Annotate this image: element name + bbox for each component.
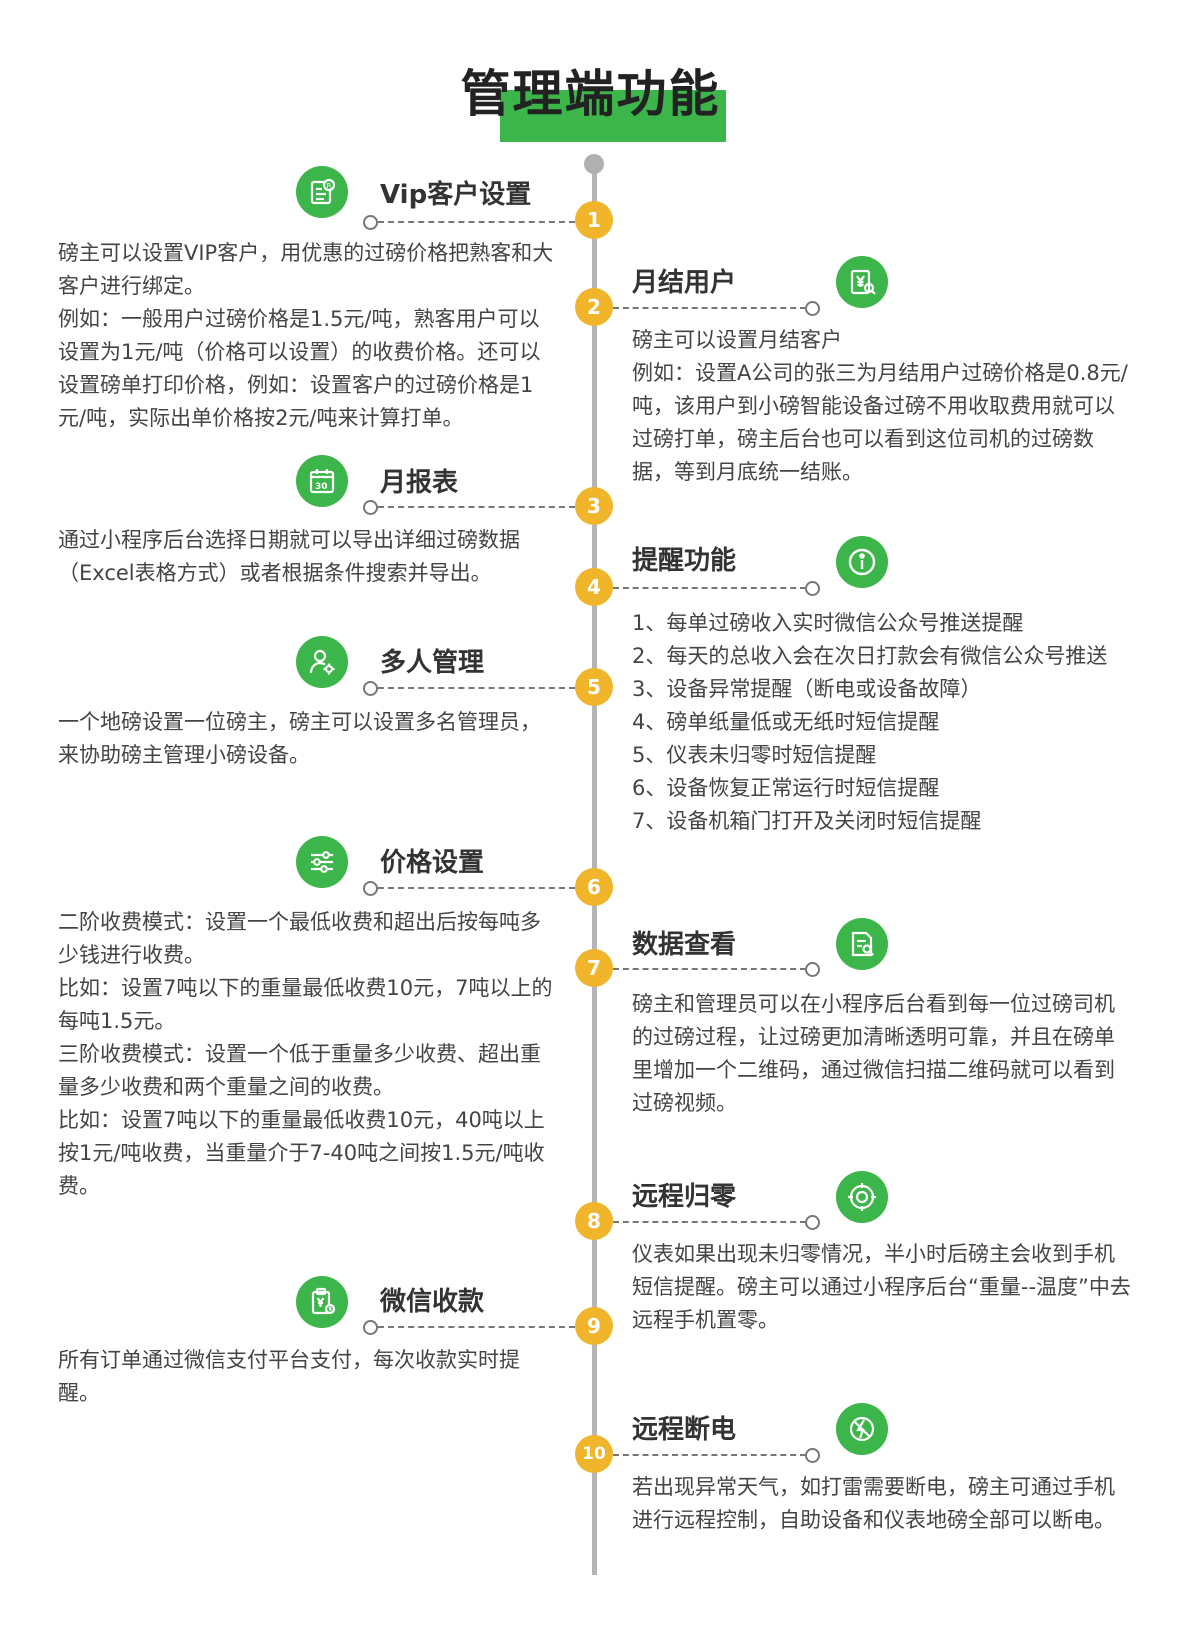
step-4-connector [613, 587, 806, 589]
step-4-line: 6、设备恢复正常运行时短信提醒 [632, 776, 940, 800]
step-1-node: 1 [575, 201, 613, 239]
step-5-ring [363, 681, 378, 696]
step-6-line: 比如：设置7吨以下的重量最低收费10元，7吨以上的每吨1.5元。 [58, 976, 553, 1033]
step-9-title: 微信收款 [380, 1287, 485, 1317]
step-10-title: 远程断电 [632, 1415, 737, 1445]
step-8-node: 8 [575, 1202, 613, 1240]
step-2-connector [613, 307, 806, 309]
step-6-line: 二阶收费模式：设置一个最低收费和超出后按每吨多少钱进行收费。 [58, 910, 541, 967]
step-4-line: 5、仪表未归零时短信提醒 [632, 743, 877, 767]
step-4-node: 4 [575, 568, 613, 606]
step-4-line: 7、设备机箱门打开及关闭时短信提醒 [632, 809, 982, 833]
step-2-line: 例如：设置A公司的张三为月结用户过磅价格是0.8元/吨，该用户到小磅智能设备过磅… [632, 361, 1128, 484]
step-6-ring [363, 881, 378, 896]
step-5-title: 多人管理 [380, 648, 485, 678]
step-6-connector [378, 887, 575, 889]
step-7-node: 7 [575, 949, 613, 987]
timeline-axis [592, 160, 597, 1575]
payment-clipboard-icon [296, 1276, 348, 1328]
target-icon [836, 1171, 888, 1223]
step-1-line: 例如：一般用户过磅价格是1.5元/吨，熟客用户可以设置为1元/吨（价格可以设置）… [58, 307, 541, 430]
sliders-icon [296, 836, 348, 888]
step-2-node: 2 [575, 288, 613, 326]
step-3-connector [378, 506, 575, 508]
step-6-body: 二阶收费模式：设置一个最低收费和超出后按每吨多少钱进行收费。 比如：设置7吨以下… [58, 906, 558, 1203]
step-4-line: 3、设备异常提醒（断电或设备故障） [632, 677, 982, 701]
step-1-title: Vip客户设置 [380, 180, 532, 210]
step-4-line: 2、每天的总收入会在次日打款会有微信公众号推送 [632, 644, 1108, 668]
step-6-line: 比如：设置7吨以下的重量最低收费10元，40吨以上按1元/吨收费，当重量介于7-… [58, 1108, 545, 1198]
page-title: 管理端功能 [460, 65, 721, 123]
step-1-connector [378, 221, 575, 223]
step-9-ring [363, 1320, 378, 1335]
step-8-body: 仪表如果出现未归零情况，半小时后磅主会收到手机短信提醒。磅主可以通过小程序后台“… [632, 1238, 1132, 1337]
step-7-line: 磅主和管理员可以在小程序后台看到每一位过磅司机的过磅过程，让过磅更加清晰透明可靠… [632, 992, 1115, 1115]
svg-text:R: R [327, 182, 332, 190]
step-10-ring [805, 1448, 820, 1463]
step-3-title: 月报表 [380, 468, 459, 498]
step-4-title: 提醒功能 [632, 546, 737, 576]
step-5-body: 一个地磅设置一位磅主，磅主可以设置多名管理员，来协助磅主管理小磅设备。 [58, 706, 558, 772]
step-5-node: 5 [575, 668, 613, 706]
step-10-body: 若出现异常天气，如打雷需要断电，磅主可通过手机进行远程控制，自助设备和仪表地磅全… [632, 1471, 1132, 1537]
step-4-body: 1、每单过磅收入实时微信公众号推送提醒 2、每天的总收入会在次日打款会有微信公众… [632, 607, 1132, 838]
vip-card-icon: R [296, 166, 348, 218]
title-accent-bar [500, 90, 726, 142]
step-1-line: 磅主可以设置VIP客户，用优惠的过磅价格把熟客和大客户进行绑定。 [58, 241, 554, 298]
step-2-title: 月结用户 [632, 268, 737, 298]
document-search-icon [836, 918, 888, 970]
power-cut-icon [836, 1403, 888, 1455]
step-7-body: 磅主和管理员可以在小程序后台看到每一位过磅司机的过磅过程，让过磅更加清晰透明可靠… [632, 988, 1132, 1120]
step-3-node: 3 [575, 487, 613, 525]
step-8-connector [613, 1221, 806, 1223]
step-6-title: 价格设置 [380, 848, 485, 878]
title-area: 管理端功能 [0, 58, 1181, 148]
step-10-connector [613, 1454, 806, 1456]
step-9-node: 9 [575, 1307, 613, 1345]
step-10-line: 若出现异常天气，如打雷需要断电，磅主可通过手机进行远程控制，自助设备和仪表地磅全… [632, 1475, 1115, 1532]
step-7-connector [613, 968, 806, 970]
step-2-body: 磅主可以设置月结客户 例如：设置A公司的张三为月结用户过磅价格是0.8元/吨，该… [632, 324, 1132, 489]
step-7-title: 数据查看 [632, 930, 737, 960]
step-2-ring [805, 301, 820, 316]
timeline-start-dot [584, 154, 604, 174]
step-8-ring [805, 1215, 820, 1230]
step-4-line: 1、每单过磅收入实时微信公众号推送提醒 [632, 611, 1024, 635]
step-3-line: 通过小程序后台选择日期就可以导出详细过磅数据（Excel表格方式）或者根据条件搜… [58, 528, 520, 585]
user-gear-icon [296, 636, 348, 688]
step-5-connector [378, 687, 575, 689]
step-9-line: 所有订单通过微信支付平台支付，每次收款实时提醒。 [58, 1348, 520, 1405]
step-10-node: 10 [575, 1435, 613, 1473]
svg-text:30: 30 [315, 482, 328, 492]
info-icon [836, 536, 888, 588]
step-2-line: 磅主可以设置月结客户 [632, 328, 842, 352]
step-4-ring [805, 581, 820, 596]
step-3-ring [363, 500, 378, 515]
step-3-body: 通过小程序后台选择日期就可以导出详细过磅数据（Excel表格方式）或者根据条件搜… [58, 524, 558, 590]
step-1-body: 磅主可以设置VIP客户，用优惠的过磅价格把熟客和大客户进行绑定。 例如：一般用户… [58, 237, 558, 435]
step-1-ring [363, 215, 378, 230]
step-9-connector [378, 1326, 575, 1328]
step-8-line: 仪表如果出现未归零情况，半小时后磅主会收到手机短信提醒。磅主可以通过小程序后台“… [632, 1242, 1131, 1332]
step-7-ring [805, 962, 820, 977]
step-5-line: 一个地磅设置一位磅主，磅主可以设置多名管理员，来协助磅主管理小磅设备。 [58, 710, 541, 767]
yen-search-icon [836, 256, 888, 308]
step-6-line: 三阶收费模式：设置一个低于重量多少收费、超出重量多少收费和两个重量之间的收费。 [58, 1042, 541, 1099]
calendar-icon: 30 [296, 455, 348, 507]
step-9-body: 所有订单通过微信支付平台支付，每次收款实时提醒。 [58, 1344, 558, 1410]
step-8-title: 远程归零 [632, 1182, 737, 1212]
step-4-line: 4、磅单纸量低或无纸时短信提醒 [632, 710, 940, 734]
step-6-node: 6 [575, 868, 613, 906]
